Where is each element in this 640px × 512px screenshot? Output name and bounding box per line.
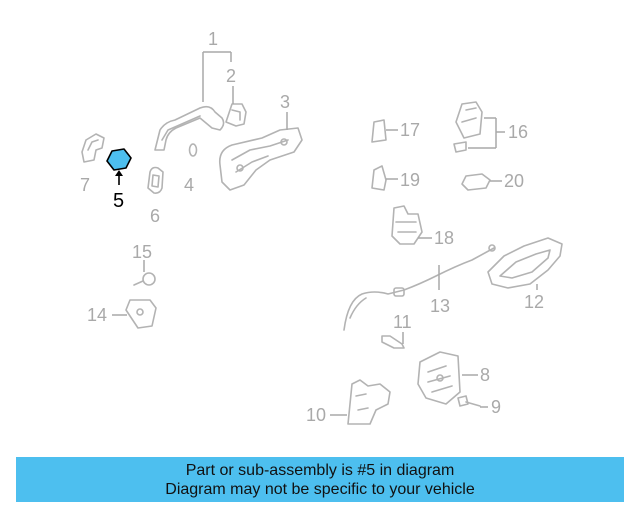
callout-18: 18 <box>434 228 454 248</box>
part-17-pad: 17 <box>371 119 420 143</box>
part-3-handle-frame: 3 <box>218 92 303 191</box>
part-12-inside-handle: 12 <box>487 237 563 312</box>
part-2-bracket: 2 <box>225 66 247 127</box>
part-20-seal: 20 <box>461 171 524 191</box>
part-18-switch: 18 <box>391 205 454 248</box>
part-13-cable: 13 <box>343 244 496 331</box>
callout-5: 5 <box>113 190 124 212</box>
callout-13: 13 <box>430 296 450 316</box>
part-9-screw: 9 <box>457 395 501 417</box>
part-1-outer-handle: 1 <box>154 29 232 151</box>
part-19-pad: 19 <box>371 165 420 191</box>
part-8-latch: 8 <box>417 351 490 405</box>
part-14-plate: 14 <box>87 299 157 329</box>
callout-12: 12 <box>524 292 544 312</box>
callout-3: 3 <box>280 92 290 112</box>
parts-diagram: 1 2 3 4 5 6 7 <box>80 29 563 425</box>
callout-2: 2 <box>226 66 236 86</box>
callout-17: 17 <box>400 120 420 140</box>
callout-15: 15 <box>132 242 152 262</box>
callout-4: 4 <box>184 175 194 195</box>
part-4-clip: 4 <box>184 143 198 195</box>
caption-line-1: Part or sub-assembly is #5 in diagram <box>185 461 455 479</box>
part-10-bracket: 10 <box>306 379 391 425</box>
callout-6: 6 <box>150 206 160 226</box>
part-11-rod-clip: 11 <box>381 312 412 349</box>
part-5-highlighted-cap: 5 <box>106 148 132 212</box>
part-7-cover: 7 <box>80 133 105 195</box>
callout-19: 19 <box>400 170 420 190</box>
callout-8: 8 <box>480 365 490 385</box>
callout-10: 10 <box>306 405 326 425</box>
callout-14: 14 <box>87 305 107 325</box>
part-6-gasket: 6 <box>147 166 164 226</box>
callout-11: 11 <box>393 312 412 332</box>
info-banner: Part or sub-assembly is #5 in diagram Di… <box>16 457 624 502</box>
callout-7: 7 <box>80 175 90 195</box>
callout-9: 9 <box>491 397 501 417</box>
callout-16: 16 <box>508 122 528 142</box>
caption-line-2: Diagram may not be specific to your vehi… <box>165 480 475 498</box>
callout-1: 1 <box>208 29 218 49</box>
part-15-bolt: 15 <box>132 242 156 286</box>
part-16-bracket: 16 <box>453 101 528 153</box>
callout-20: 20 <box>504 171 524 191</box>
